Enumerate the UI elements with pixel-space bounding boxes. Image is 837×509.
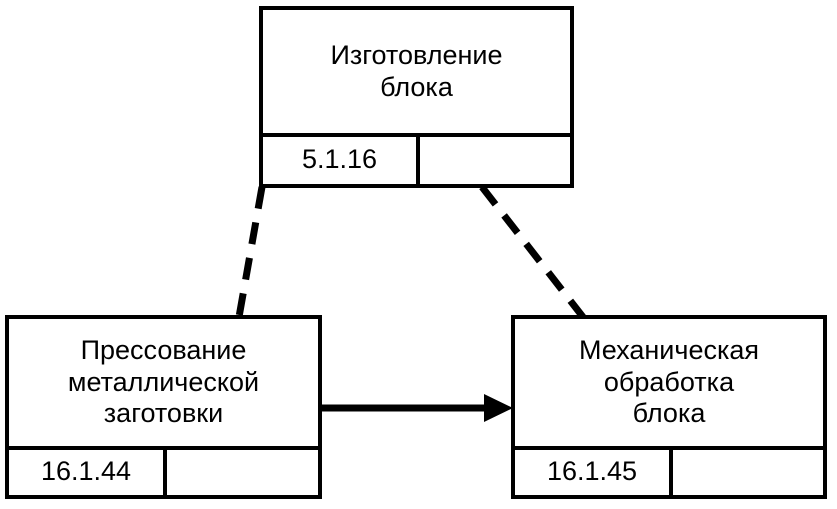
node-left-title: Прессование металлической заготовки (67, 334, 260, 429)
connector-top-to-left (235, 186, 266, 318)
node-right-code: 16.1.45 (515, 450, 673, 495)
node-top-footer: 5.1.16 (263, 133, 570, 184)
connector-top-to-right (479, 184, 586, 320)
node-right-title: Механическая обработка блока (578, 334, 760, 429)
node-top-code: 5.1.16 (263, 137, 420, 184)
node-right[interactable]: Механическая обработка блока 16.1.45 (511, 315, 827, 499)
arrowhead-icon (484, 394, 513, 422)
node-left-code: 16.1.44 (9, 450, 167, 495)
node-top[interactable]: Изготовление блока 5.1.16 (259, 6, 574, 188)
node-top-extra-cell (420, 137, 570, 184)
node-top-title: Изготовление блока (330, 39, 503, 102)
node-left-footer: 16.1.44 (9, 446, 318, 495)
node-right-extra-cell (673, 450, 823, 495)
node-left-extra-cell (167, 450, 318, 495)
node-left[interactable]: Прессование металлической заготовки 16.1… (5, 315, 322, 499)
node-right-footer: 16.1.45 (515, 446, 823, 495)
